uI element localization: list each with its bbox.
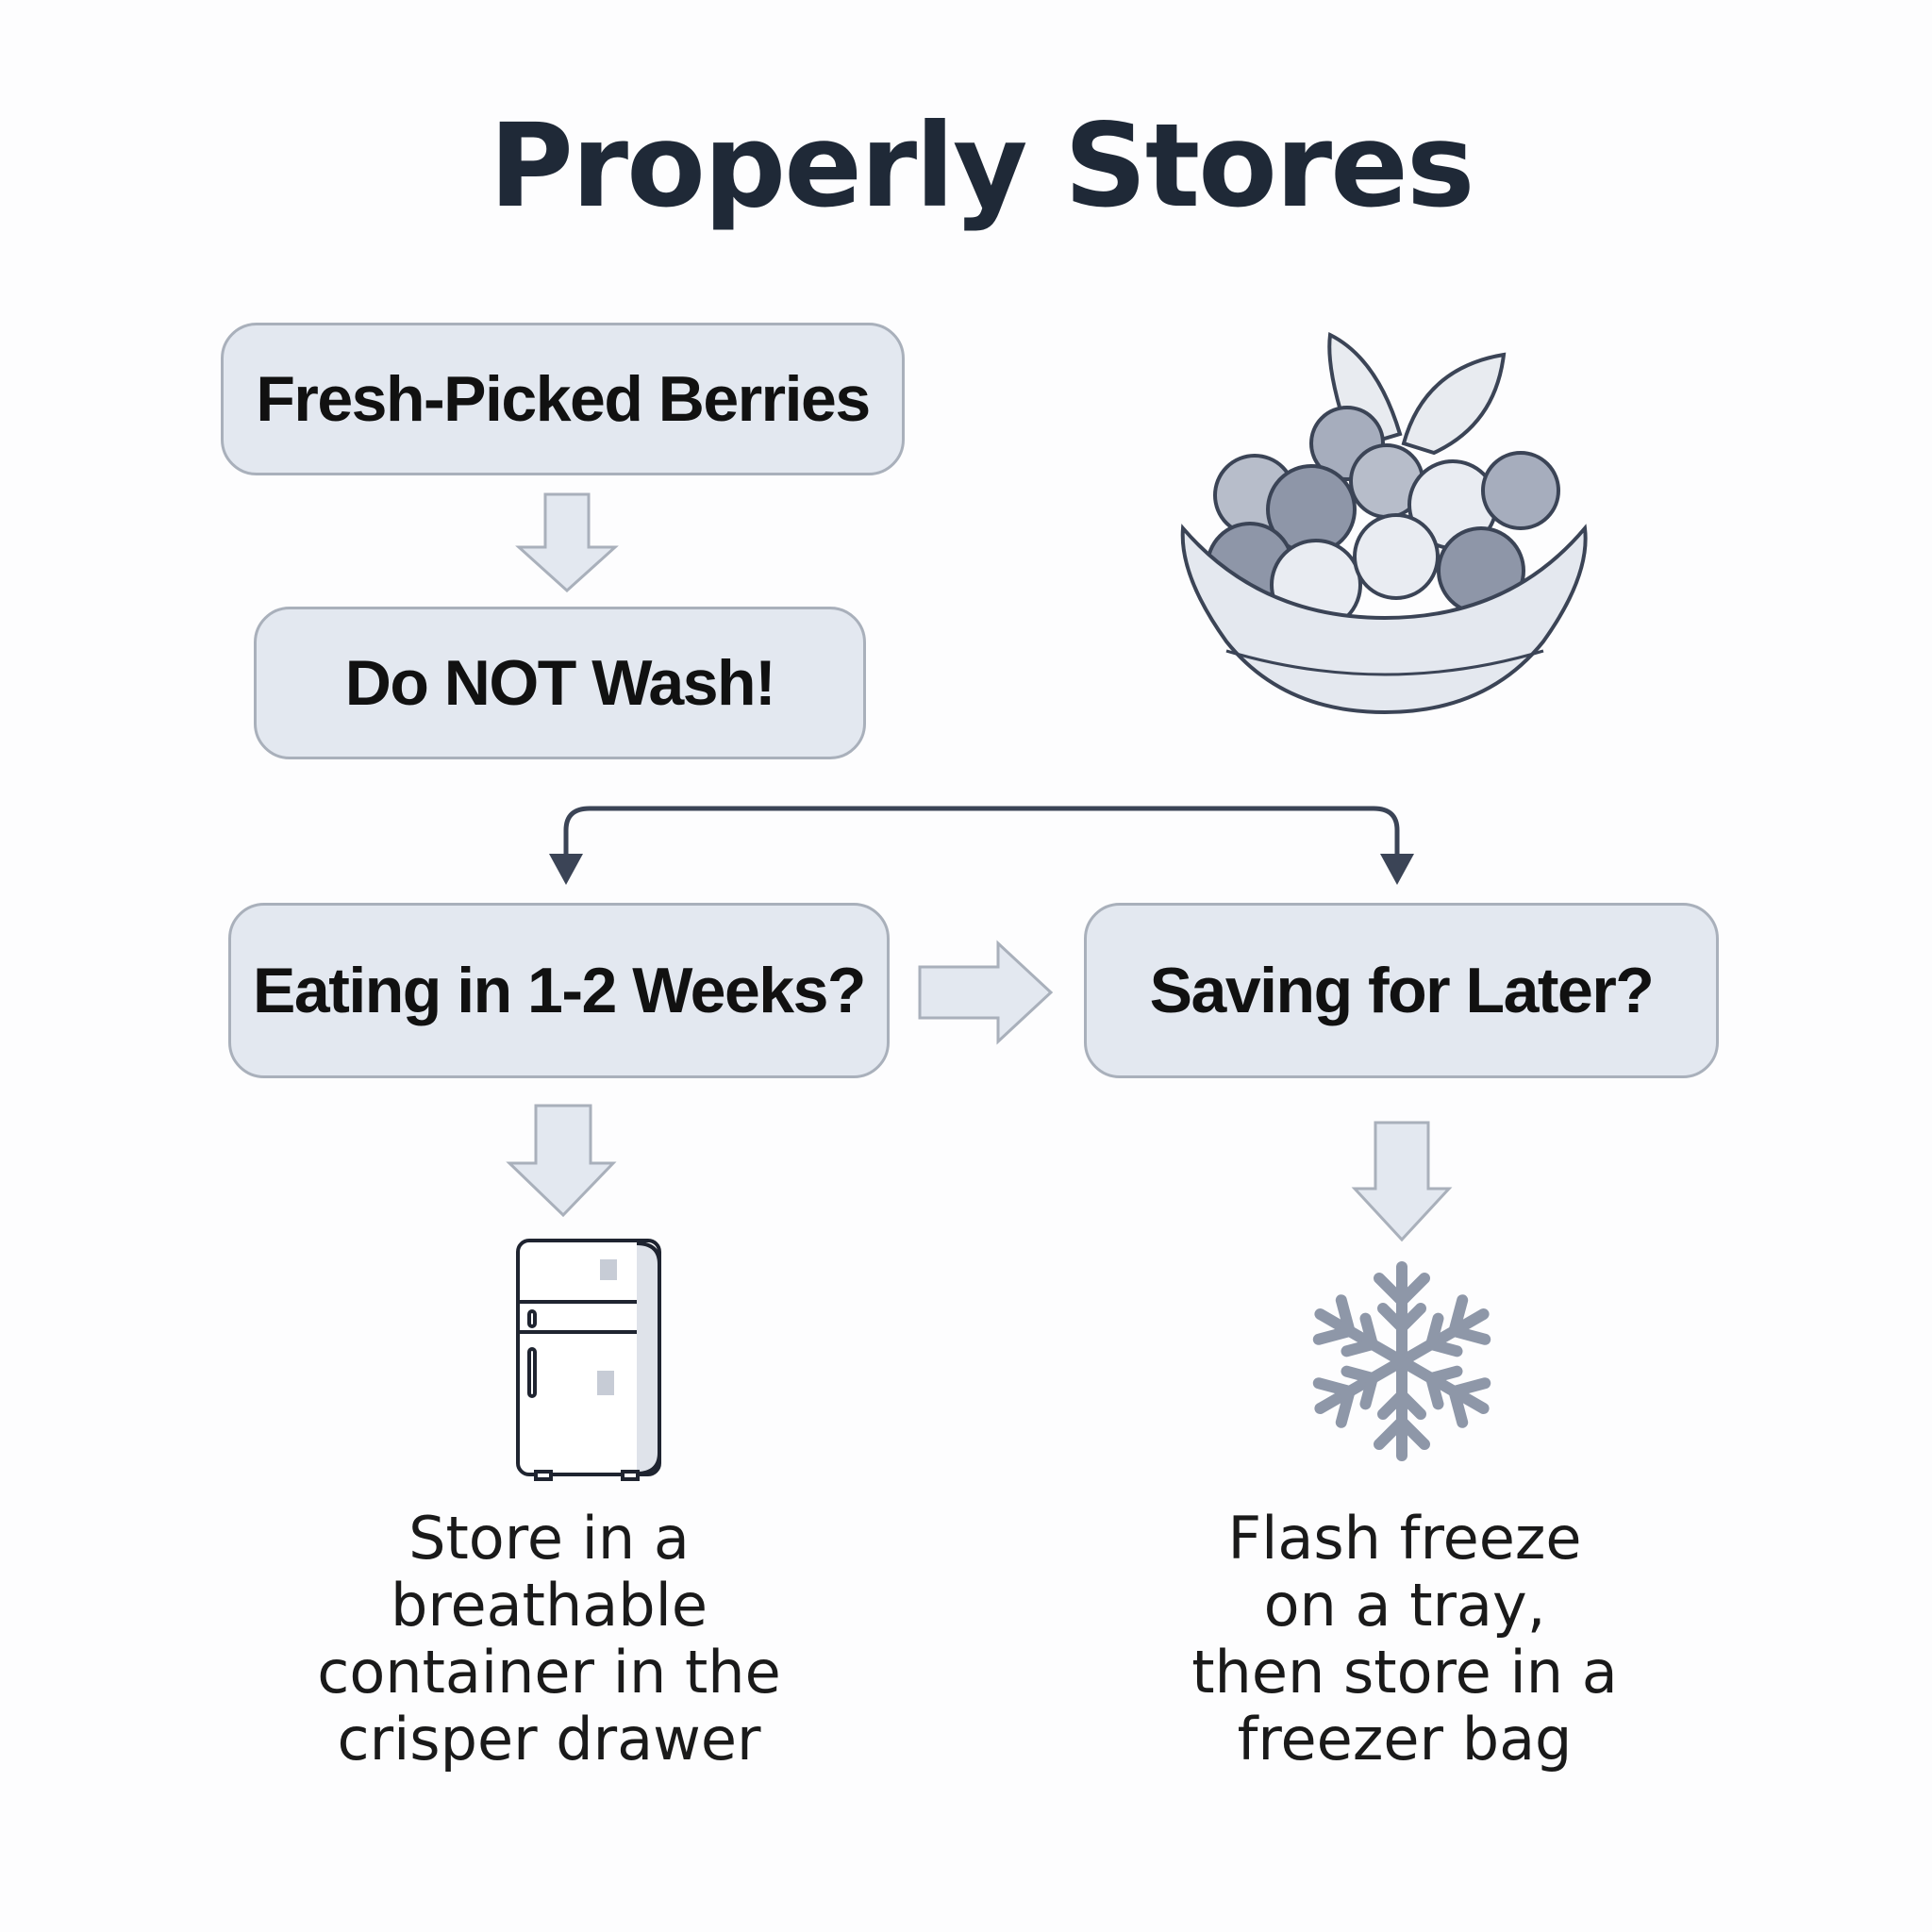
fridge-icon [516, 1239, 661, 1481]
arrow-down-left [506, 1104, 617, 1218]
branch-connector [563, 806, 1400, 854]
page-title: Properly Stores [489, 99, 1475, 233]
note-line: crisper drawer [337, 1705, 761, 1774]
arrow-down-right [1351, 1121, 1453, 1242]
freeze-instructions: Flash freeze on a tray, then store in a … [1169, 1505, 1641, 1773]
arrowhead-right [1380, 854, 1414, 885]
note-line: then store in a [1191, 1638, 1618, 1707]
snowflake-icon [1308, 1261, 1494, 1456]
step-do-not-wash: Do NOT Wash! [254, 607, 866, 759]
note-line: freezer bag [1237, 1705, 1573, 1774]
arrow-right [918, 940, 1054, 1045]
note-line: Flash freeze [1227, 1504, 1582, 1573]
arrow-down-1 [515, 492, 619, 593]
arrowhead-left [549, 854, 583, 885]
step-eating-soon: Eating in 1-2 Weeks? [228, 903, 890, 1078]
step-fresh-picked: Fresh-Picked Berries [221, 323, 905, 475]
note-line: container in the [317, 1638, 781, 1707]
note-line: on a tray, [1263, 1571, 1546, 1640]
fridge-instructions: Store in a breathable container in the c… [313, 1505, 785, 1773]
note-line: breathable [391, 1571, 708, 1640]
berry-bowl-icon [1180, 331, 1588, 715]
step-saving-later: Saving for Later? [1084, 903, 1719, 1078]
note-line: Store in a [408, 1504, 690, 1573]
